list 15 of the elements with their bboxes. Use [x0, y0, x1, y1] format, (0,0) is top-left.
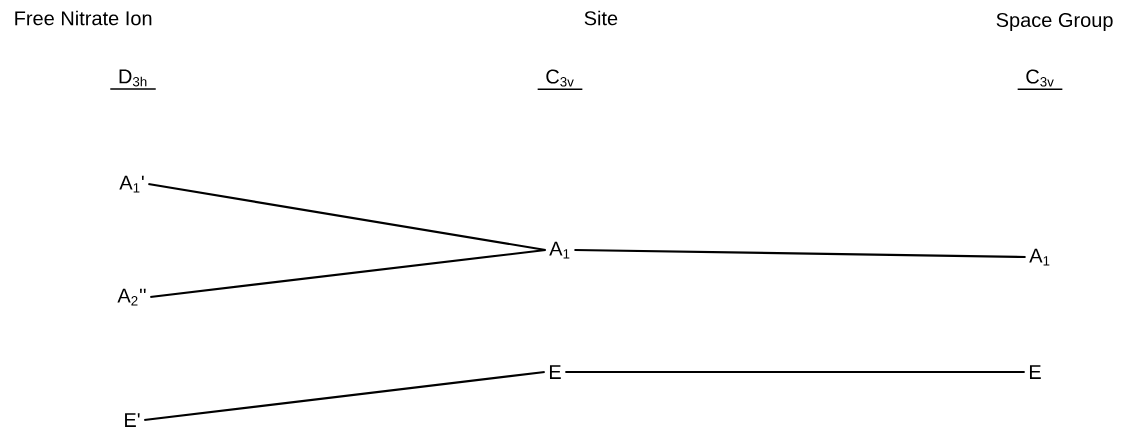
- symmetry-species: E': [125, 413, 140, 427]
- column-heading: Site: [584, 10, 618, 26]
- correlation-line: [565, 370, 1025, 374]
- symmetry-species: A$_{1}$: [1029, 248, 1050, 266]
- column-heading: Free Nitrate Ion: [15, 10, 152, 26]
- column-heading: Space Group: [996, 12, 1113, 32]
- symmetry-species: E: [1030, 365, 1041, 379]
- symmetry-species: E: [550, 365, 561, 379]
- symmetry-species: A$_{1}$': [119, 175, 144, 193]
- correlation-line: [144, 370, 545, 422]
- symmetry-species: A$_{1}$: [549, 241, 570, 259]
- correlation-line: [148, 182, 546, 252]
- symmetry-species: A$_{2}$'': [117, 288, 146, 306]
- correlation-line: [150, 248, 546, 299]
- correlation-line: [574, 248, 1026, 259]
